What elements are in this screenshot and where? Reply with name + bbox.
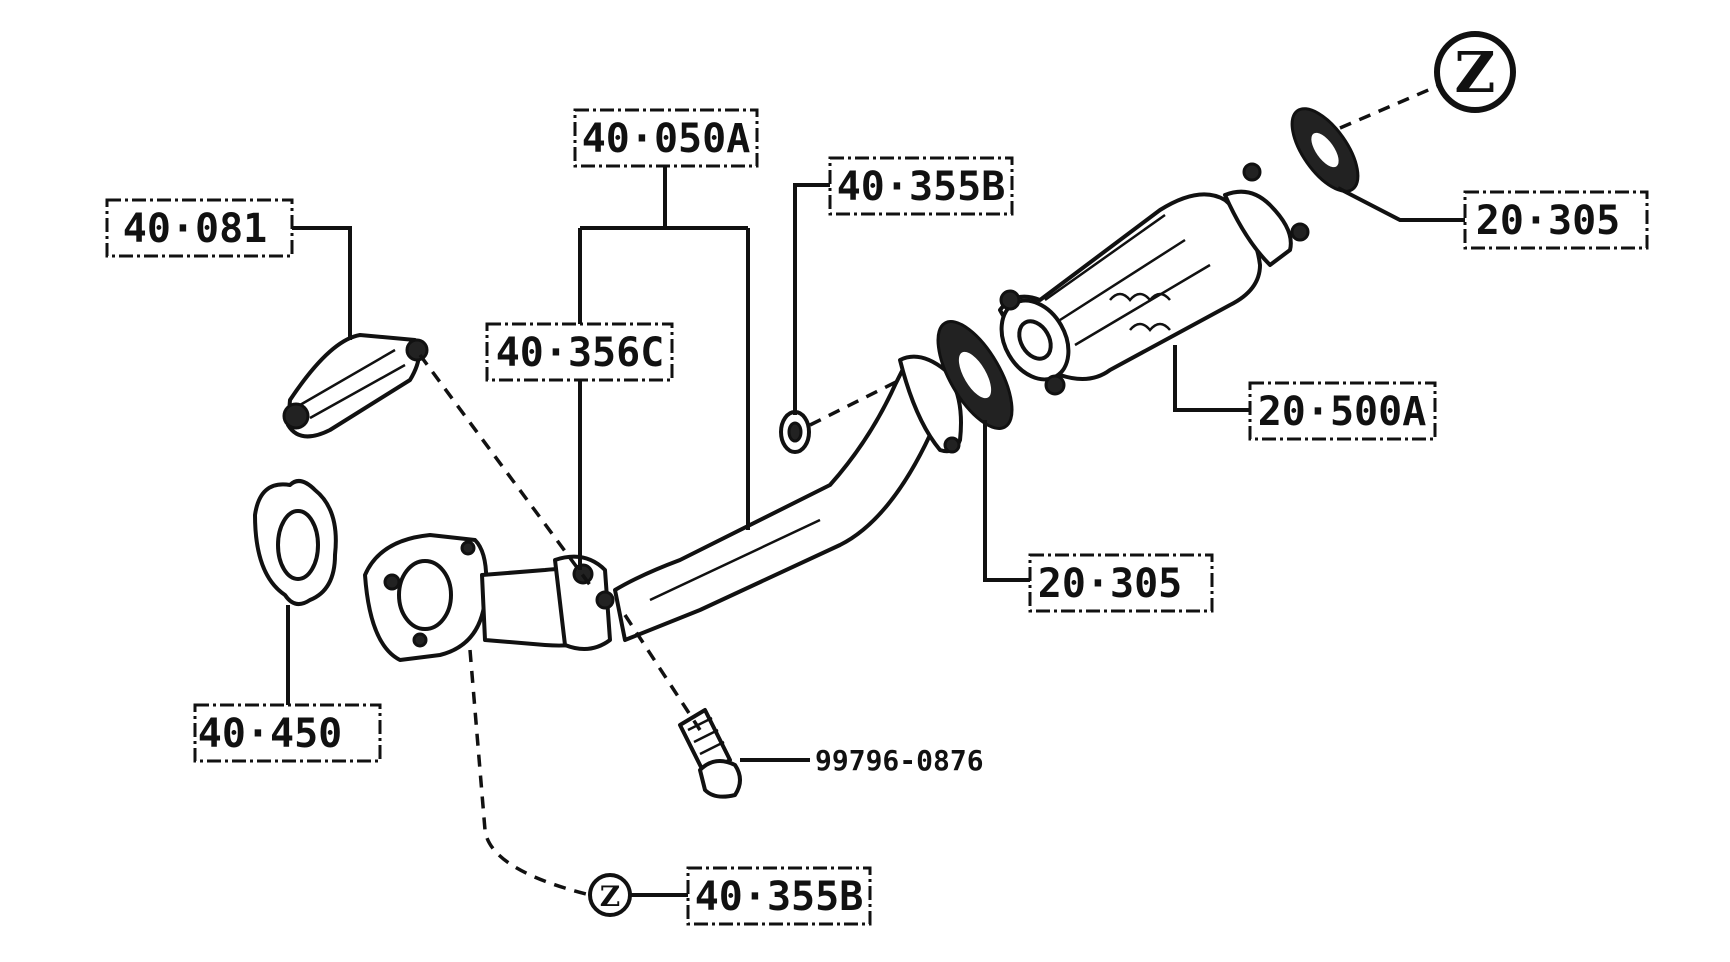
label-40-355B-bottom: 40·355B: [686, 866, 872, 926]
heat-shield-bracket-40-081: [282, 333, 429, 439]
callout-z-letter: Z: [1455, 40, 1496, 106]
label-20-305-mid: 20·305: [1028, 553, 1214, 613]
gasket-20-305-middle: [936, 320, 1014, 430]
leader-40-081: [292, 226, 352, 340]
label-text-40-050A: 40·050A: [582, 116, 751, 162]
label-20-305-right: 20·305: [1463, 190, 1649, 250]
front-pipe-40-050A: [363, 354, 963, 662]
label-20-500A: 20·500A: [1248, 381, 1437, 441]
label-40-050A: 40·050A: [573, 108, 759, 168]
label-text-20-500A: 20·500A: [1258, 389, 1427, 435]
label-text-20-305-mid: 20·305: [1038, 561, 1183, 607]
leader-20-305-right: [1337, 186, 1465, 222]
label-text-20-305-right: 20·305: [1476, 198, 1621, 244]
assembly-line-bracket: [418, 353, 592, 587]
leader-20-305-mid: [983, 420, 1030, 582]
label-40-355B-top: 40·355B: [828, 156, 1014, 216]
gasket-20-305-right: [1290, 107, 1360, 193]
label-text-40-355B-top: 40·355B: [837, 164, 1006, 210]
catalytic-converter-20-500A: [998, 162, 1310, 396]
label-40-081: 40·081: [105, 198, 294, 258]
label-text-40-356C: 40·356C: [496, 330, 665, 376]
leader-40-050A: [578, 160, 750, 570]
callout-z: Z: [1434, 31, 1516, 113]
bolt-99796-0876: [678, 708, 742, 799]
callout-z-small: Z: [588, 873, 632, 917]
assembly-line-z-callout: [1339, 83, 1441, 130]
gasket-40-450: [253, 479, 338, 606]
label-40-356C: 40·356C: [485, 322, 674, 382]
assembly-line-nut-top: [809, 378, 901, 427]
label-text-40-081: 40·081: [123, 206, 268, 252]
callout-z-small-letter: Z: [600, 880, 620, 913]
label-text-99796-0876: 99796-0876: [815, 744, 984, 777]
nut-40-355B-top: [779, 410, 811, 454]
leader-40-355B-top: [793, 183, 830, 415]
assembly-line-nut-bottom: [468, 649, 591, 897]
label-40-450: 40·450: [193, 703, 382, 763]
label-text-40-355B-bottom: 40·355B: [695, 874, 864, 920]
label-text-40-450: 40·450: [198, 711, 343, 757]
assembly-line-bolt: [623, 614, 702, 731]
leader-20-500A: [1173, 345, 1250, 412]
